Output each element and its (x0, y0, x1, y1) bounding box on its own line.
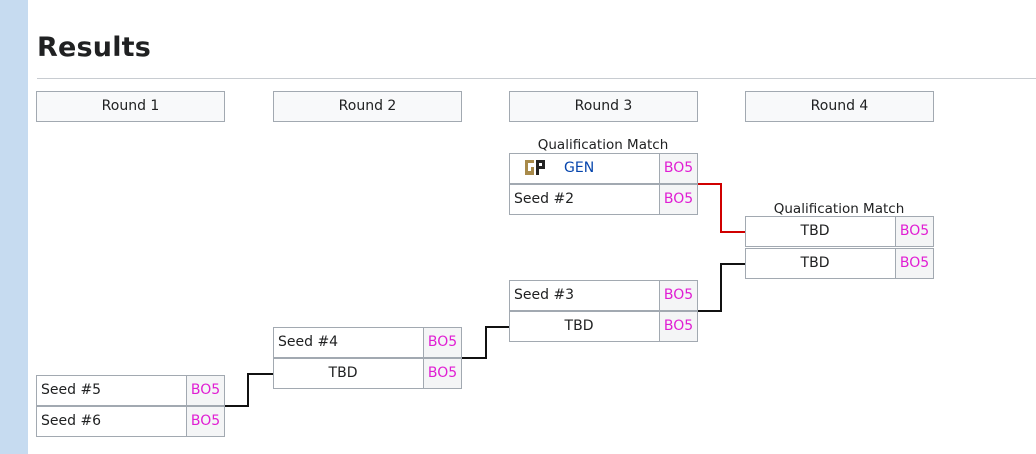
team-name: Seed #2 (514, 191, 575, 207)
score-badge: BO5 (186, 376, 224, 405)
team-name: TBD (564, 318, 594, 334)
match-label-r4: Qualification Match (773, 201, 905, 217)
match-r4-slot-a[interactable]: TBD BO5 (745, 216, 934, 247)
match-r3-top-slot-a[interactable]: GEN BO5 (509, 153, 698, 184)
team-name: TBD (800, 223, 830, 239)
match-r3-bottom-slot-b[interactable]: TBD BO5 (509, 311, 698, 342)
score-badge: BO5 (659, 185, 697, 214)
round-header-4: Round 4 (745, 91, 934, 122)
match-r3-bottom-slot-a[interactable]: Seed #3 BO5 (509, 280, 698, 311)
match-r2-slot-a[interactable]: Seed #4 BO5 (273, 327, 462, 358)
round-header-3: Round 3 (509, 91, 698, 122)
score-badge: BO5 (895, 249, 933, 278)
connector-r3-top-r4 (698, 183, 745, 233)
match-r4-slot-b[interactable]: TBD BO5 (745, 248, 934, 279)
match-r1-slot-a[interactable]: Seed #5 BO5 (36, 375, 225, 406)
match-r2-slot-b[interactable]: TBD BO5 (273, 358, 462, 389)
match-r1-slot-b[interactable]: Seed #6 BO5 (36, 406, 225, 437)
score-badge: BO5 (659, 281, 697, 310)
connector-r3-bottom-r4 (698, 263, 745, 312)
page-title: Results (37, 32, 152, 63)
team-name: Seed #3 (514, 287, 575, 303)
round-header-2: Round 2 (273, 91, 462, 122)
left-sidebar-strip (0, 0, 28, 454)
team-name: TBD (328, 365, 358, 381)
team-name: TBD (800, 255, 830, 271)
team-name-link[interactable]: GEN (564, 160, 595, 176)
round-header-1: Round 1 (36, 91, 225, 122)
team-name: Seed #5 (41, 382, 102, 398)
score-badge: BO5 (895, 217, 933, 246)
score-badge: BO5 (423, 328, 461, 357)
team-name: Seed #6 (41, 413, 102, 429)
connector-r2-r3 (462, 326, 509, 359)
score-badge: BO5 (659, 312, 697, 341)
score-badge: BO5 (423, 359, 461, 388)
match-r3-top-slot-b[interactable]: Seed #2 BO5 (509, 184, 698, 215)
connector-r1-r2 (225, 373, 273, 407)
match-label-r3: Qualification Match (537, 137, 669, 153)
score-badge: BO5 (659, 154, 697, 183)
title-divider (37, 78, 1036, 79)
gen-g-logo-icon (525, 160, 545, 175)
team-name: Seed #4 (278, 334, 339, 350)
score-badge: BO5 (186, 407, 224, 436)
